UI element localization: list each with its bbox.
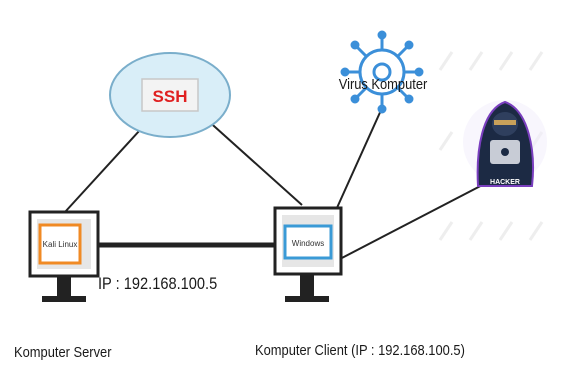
server-base [42, 296, 86, 302]
hacker-icon: HACKER [463, 100, 547, 187]
server-computer: Kali Linux [28, 210, 100, 302]
client-screen [283, 224, 333, 260]
hacker-label: HACKER [490, 179, 520, 186]
client-caption: Komputer Client (IP : 192.168.100.5) [255, 342, 465, 359]
client-computer: Windows [273, 206, 343, 302]
ssh-box [141, 78, 199, 112]
line-hacker-client [337, 179, 493, 261]
ssh-label: SSH [153, 87, 188, 106]
link-ip-label: IP : 192.168.100.5 [98, 274, 218, 293]
line-ssh-client [204, 117, 303, 206]
ssh-cloud: SSH [109, 52, 231, 138]
server-caption: Komputer Server [14, 344, 112, 361]
virus-label: Virus Komputer [339, 75, 428, 92]
connections [64, 107, 493, 261]
server-screen-label: Kali Linux [43, 240, 78, 249]
server-stand [57, 276, 71, 298]
client-screen-label: Windows [292, 239, 324, 248]
line-virus-client [335, 107, 383, 211]
client-stand [300, 274, 314, 298]
server-screen [38, 223, 82, 265]
line-server-ssh [64, 129, 141, 213]
virus-icon [340, 30, 424, 114]
client-base [285, 296, 329, 302]
